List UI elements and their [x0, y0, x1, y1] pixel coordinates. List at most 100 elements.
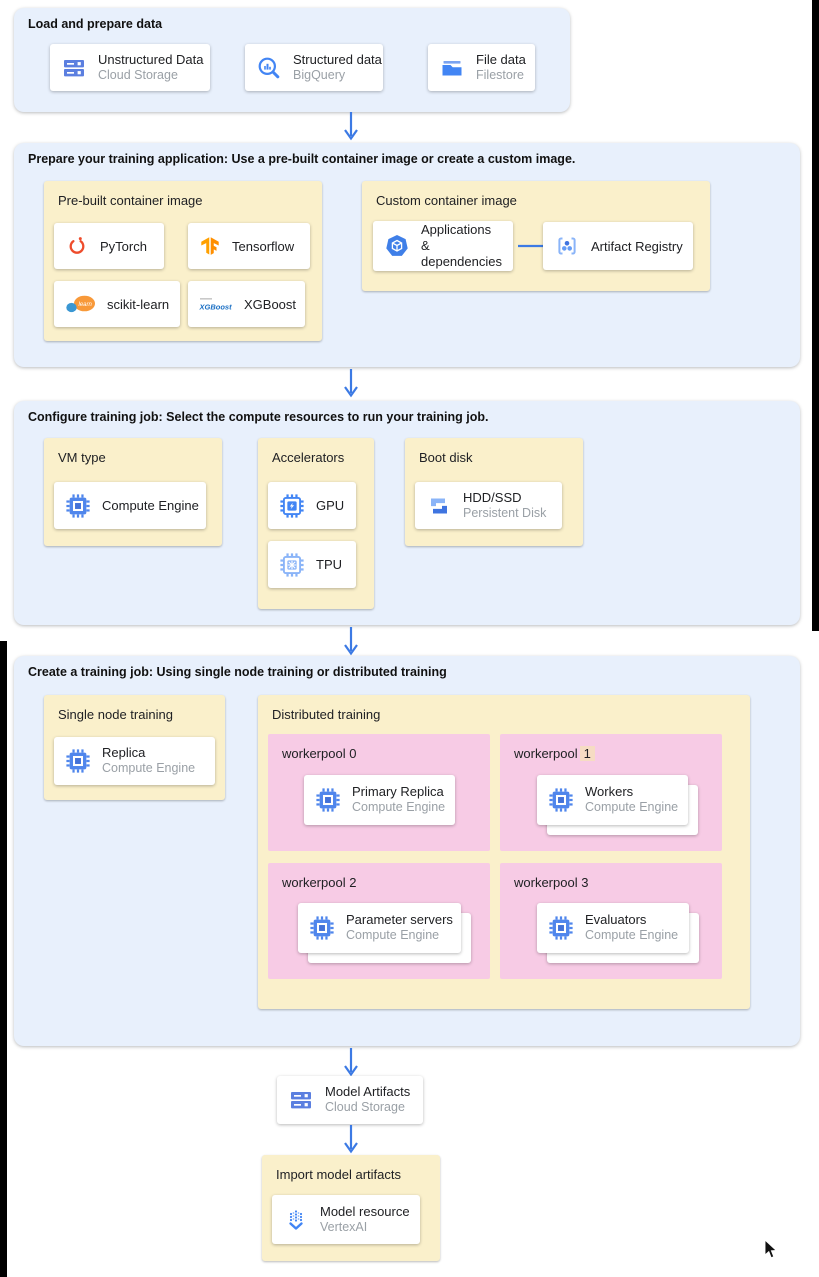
pool-label: workerpool 0: [282, 746, 357, 761]
section-title: Prepare your training application: Use a…: [28, 152, 576, 166]
vertex-ai-icon: [283, 1207, 309, 1233]
card-subtitle: BigQuery: [293, 67, 346, 82]
card-subtitle: Compute Engine: [346, 928, 440, 943]
workerpool-0: workerpool 0 Primary Replica Compute Eng…: [268, 734, 490, 851]
card-title: Parameter servers: [346, 912, 453, 928]
artifact-registry-icon: [554, 233, 580, 259]
pool-label-text: workerpool: [514, 746, 578, 761]
card-subtitle: Compute Engine: [102, 761, 196, 776]
card-label: scikit-learn: [107, 296, 170, 312]
panel-title: Custom container image: [376, 193, 517, 208]
panel-title: Pre-built container image: [58, 193, 203, 208]
xgboost-icon: XGBoost: [199, 296, 233, 313]
cloud-storage-icon: [288, 1087, 314, 1113]
card-title: Structured data: [293, 51, 382, 67]
scikit-learn-icon: learn: [65, 295, 96, 314]
card-subtitle: Persistent Disk: [463, 505, 547, 520]
card-artifact-registry: Artifact Registry: [543, 222, 693, 270]
compute-engine-icon: [309, 915, 335, 941]
screen-edge-left: [0, 641, 7, 1277]
pytorch-icon: [65, 234, 89, 258]
compute-engine-icon: [548, 915, 574, 941]
card-label: Compute Engine: [102, 498, 199, 513]
panel-title: Boot disk: [419, 450, 473, 465]
arrow-down-icon: [342, 111, 360, 146]
card-title: Model resource: [320, 1203, 410, 1219]
card-structured-data: Structured data BigQuery: [245, 44, 383, 91]
card-title: Evaluators: [585, 912, 647, 928]
arrow-down-icon: [342, 1047, 360, 1082]
workerpool-2: workerpool 2 Parameter servers Compute E…: [268, 863, 490, 979]
panel-accelerators: Accelerators GPU TPU: [258, 438, 374, 609]
pool-label: workerpool 2: [282, 875, 357, 890]
card-workers: Workers Compute Engine: [537, 775, 688, 825]
section-title: Configure training job: Select the compu…: [28, 410, 489, 424]
card-scikit-learn: learn scikit-learn: [54, 281, 180, 327]
card-title: File data: [476, 51, 526, 67]
panel-title: Accelerators: [272, 450, 345, 465]
card-hdd-ssd: HDD/SSD Persistent Disk: [415, 482, 562, 529]
gpu-icon: [279, 493, 305, 519]
panel-import-model: Import model artifacts Model resource Ve…: [262, 1155, 440, 1261]
card-xgboost: XGBoost XGBoost: [188, 281, 305, 327]
pool-label-number: 1: [579, 746, 595, 761]
card-subtitle: Filestore: [476, 67, 524, 82]
card-evaluators: Evaluators Compute Engine: [537, 903, 689, 953]
card-subtitle: Compute Engine: [585, 800, 679, 815]
pool-label: workerpool 3: [514, 875, 589, 890]
arrow-down-icon: [342, 626, 360, 661]
panel-title: VM type: [58, 450, 106, 465]
section-title: Load and prepare data: [28, 17, 163, 31]
card-title: Workers: [585, 784, 634, 800]
card-label: XGBoost: [244, 296, 297, 312]
card-primary-replica: Primary Replica Compute Engine: [304, 775, 455, 825]
compute-engine-icon: [65, 748, 91, 774]
svg-text:learn: learn: [79, 302, 93, 308]
panel-title: Single node training: [58, 707, 173, 722]
card-subtitle: VertexAI: [320, 1219, 368, 1234]
card-subtitle: Cloud Storage: [98, 67, 178, 82]
cloud-storage-icon: [61, 55, 87, 81]
arrow-down-icon: [342, 368, 360, 403]
section-prepare-application: Prepare your training application: Use a…: [14, 143, 800, 367]
card-subtitle: Compute Engine: [352, 800, 446, 815]
persistent-disk-icon: [426, 493, 452, 519]
panel-title: Distributed training: [272, 707, 381, 722]
card-title: Unstructured Data: [98, 51, 204, 67]
card-applications-dependencies: Applications & dependencies: [373, 221, 513, 271]
card-label: Artifact Registry: [591, 238, 683, 254]
svg-text:XGBoost: XGBoost: [199, 302, 232, 311]
arrow-down-icon: [342, 1124, 360, 1159]
card-compute-engine: Compute Engine: [54, 482, 206, 529]
card-parameter-servers: Parameter servers Compute Engine: [298, 903, 461, 953]
screen-edge-right: [812, 0, 819, 631]
card-unstructured-data: Unstructured Data Cloud Storage: [50, 44, 210, 91]
card-pytorch: PyTorch: [54, 223, 164, 269]
panel-distributed: Distributed training workerpool 0 Primar…: [258, 695, 750, 1009]
workerpool-3: workerpool 3 Evaluators Compute Engine: [500, 863, 722, 979]
card-tpu: TPU: [268, 541, 356, 588]
panel-vm-type: VM type Compute Engine: [44, 438, 222, 546]
section-load-data: Load and prepare data Unstructured Data …: [14, 8, 570, 112]
card-label: Applications & dependencies: [421, 221, 502, 270]
panel-single-node: Single node training Replica Compute Eng…: [44, 695, 225, 800]
card-model-resource: Model resource VertexAI: [272, 1195, 420, 1244]
section-create-job: Create a training job: Using single node…: [14, 656, 800, 1046]
card-gpu: GPU: [268, 482, 356, 529]
card-subtitle: Cloud Storage: [325, 1100, 405, 1115]
section-title: Create a training job: Using single node…: [28, 665, 447, 679]
card-label: Tensorflow: [232, 238, 295, 254]
card-title: Replica: [102, 745, 146, 761]
card-tensorflow: Tensorflow: [188, 223, 310, 269]
panel-title: Import model artifacts: [276, 1167, 401, 1182]
card-label: TPU: [316, 557, 342, 572]
panel-boot-disk: Boot disk HDD/SSD Persistent Disk: [405, 438, 583, 546]
card-label: PyTorch: [100, 238, 147, 254]
bigquery-icon: [256, 55, 282, 81]
tpu-icon: [279, 552, 305, 578]
card-title: HDD/SSD: [463, 489, 522, 505]
section-configure-job: Configure training job: Select the compu…: [14, 401, 800, 625]
card-title: Primary Replica: [352, 784, 444, 800]
